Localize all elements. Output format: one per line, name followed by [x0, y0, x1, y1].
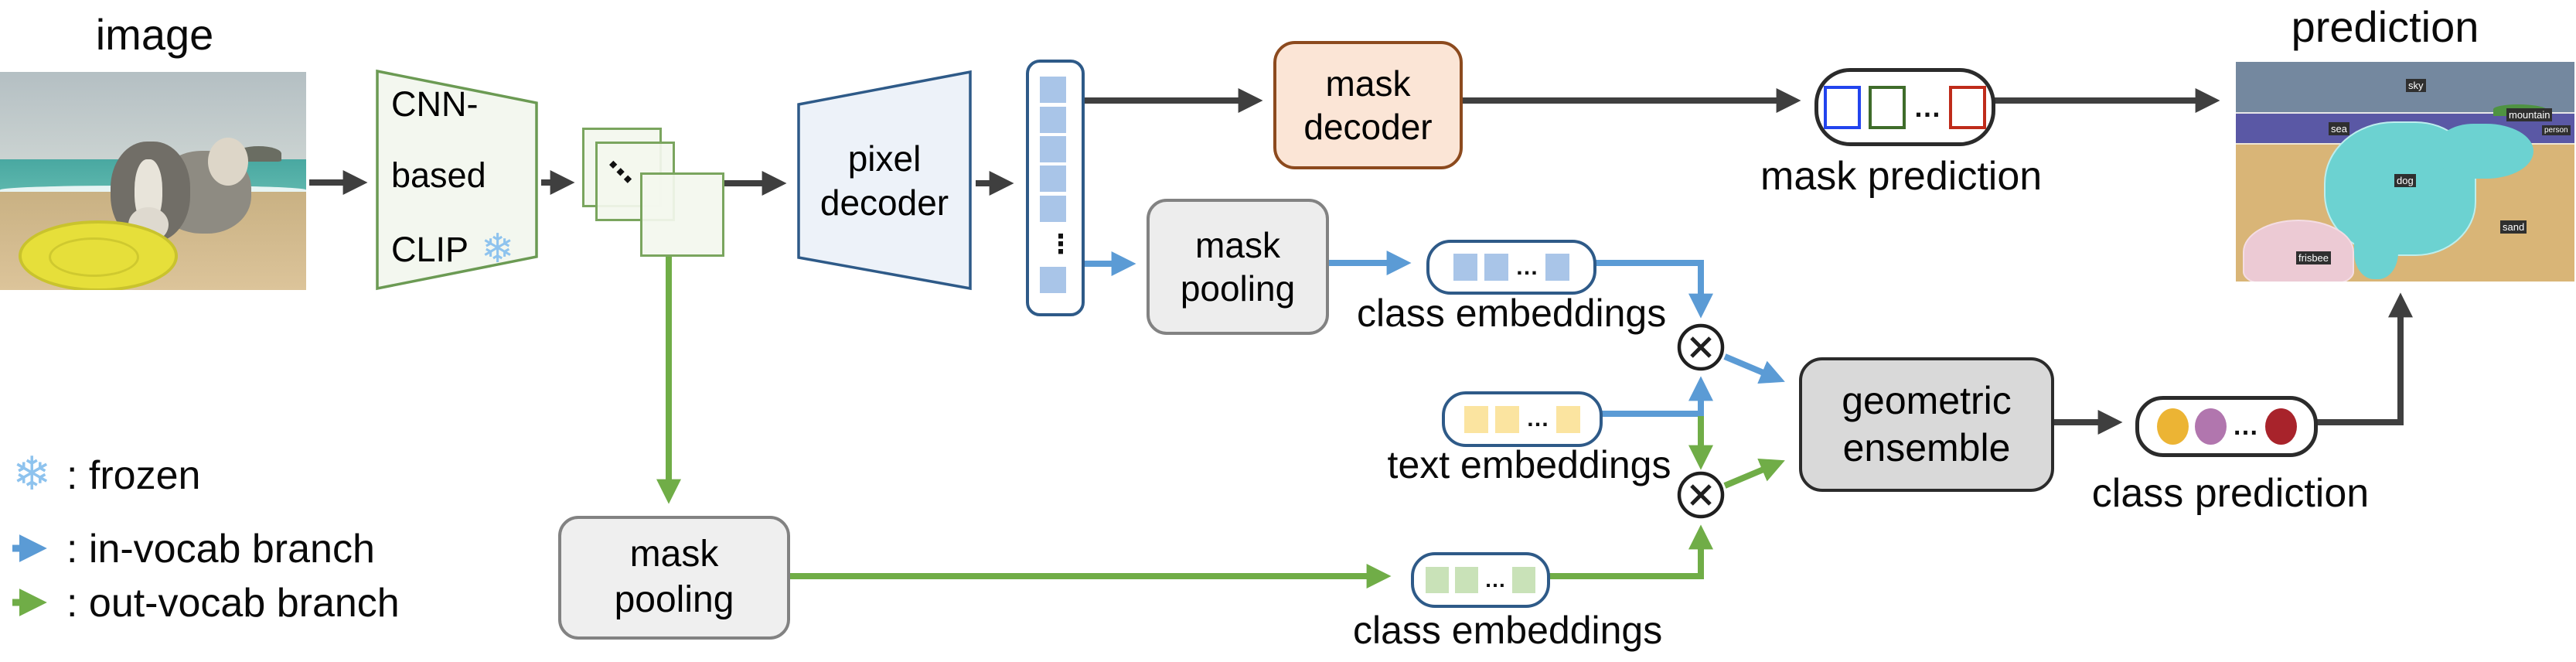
mask-decoder-block: mask decoder	[1273, 41, 1463, 169]
input-image	[0, 72, 306, 290]
geometric-ensemble-line1: geometric	[1842, 379, 2012, 422]
legend-in-vocab-label: : in-vocab branch	[66, 527, 375, 572]
embedding-ellipsis: …	[1526, 406, 1549, 432]
green-arrow-otimes-to-ensemble	[1723, 458, 1785, 489]
mask-pooling-out-line2: pooling	[614, 579, 734, 620]
embedding-token	[1484, 254, 1508, 281]
legend-frozen-label: : frozen	[66, 453, 201, 498]
input-dog-tail	[208, 137, 248, 186]
clip-encoder-block: CNN- based CLIP ❄	[385, 87, 538, 269]
embedding-token	[1453, 254, 1477, 281]
segment-label-frisbee: frisbee	[2296, 251, 2332, 264]
clip-label-line2: based	[391, 155, 486, 195]
pixel-feature-token	[1040, 267, 1066, 293]
pixel-feature-token	[1040, 77, 1066, 103]
class-embeddings-in-caption: class embeddings	[1357, 292, 1667, 335]
clip-trapezoid	[376, 69, 538, 291]
class-token-yellow	[2156, 408, 2189, 445]
embedding-token	[1426, 567, 1449, 593]
pred-dog-ear	[2438, 123, 2534, 179]
pred-dog-leg	[2354, 220, 2399, 280]
embedding-token	[1556, 405, 1580, 433]
embedding-ellipsis: …	[1515, 254, 1538, 280]
class-token-red	[2264, 408, 2297, 445]
segment-label-sand: sand	[2500, 220, 2527, 234]
pixel-decoder-line2: decoder	[819, 183, 949, 223]
mask-pooling-out-vocab-block: mask pooling	[558, 516, 790, 640]
geometric-ensemble-line2: ensemble	[1842, 426, 2011, 469]
mask-prediction-caption: mask prediction	[1760, 154, 2043, 199]
embedding-ellipsis: …	[1484, 568, 1506, 592]
prediction-image: sky mountain sea person dog sand frisbee	[2236, 62, 2574, 282]
segment-label-sea: sea	[2329, 122, 2349, 135]
pred-sky-segment	[2236, 62, 2574, 113]
otimes-operator-in-vocab	[1677, 323, 1725, 371]
clip-label-line3: CLIP	[391, 229, 469, 269]
class-embeddings-out-vocab-tokens: …	[1411, 552, 1550, 608]
pixel-features-column: ⋮	[1026, 60, 1085, 316]
otimes-operator-out-vocab	[1677, 471, 1725, 519]
pixel-decoder-line1: pixel	[847, 138, 922, 179]
snowflake-icon: ❄	[481, 227, 515, 271]
pixel-feature-token	[1040, 107, 1066, 133]
pixel-decoder-trapezoid	[797, 70, 972, 291]
class-tokens-ellipsis: …	[2232, 411, 2259, 441]
class-token-purple	[2194, 408, 2227, 445]
class-prediction-tokens: …	[2135, 396, 2318, 457]
embedding-token	[1495, 405, 1519, 433]
pixel-features-ellipsis: ⋮	[1048, 230, 1074, 259]
blue-arrow-otimes-to-ensemble	[1723, 353, 1785, 384]
pixel-feature-token	[1040, 136, 1066, 162]
pixel-decoder-block: pixel decoder	[802, 131, 966, 230]
mask-tokens-ellipsis: …	[1913, 90, 1941, 123]
mask-pooling-in-line2: pooling	[1180, 268, 1296, 309]
mask-pooling-out-line1: mask	[629, 534, 719, 575]
text-embeddings-caption: text embeddings	[1387, 443, 1671, 486]
geometric-ensemble-block: geometric ensemble	[1799, 357, 2054, 492]
clip-label-line1: CNN-	[391, 84, 479, 124]
mask-pooling-in-vocab-block: mask pooling	[1147, 199, 1329, 335]
blue-line-text-embeddings-to-otimes	[1599, 376, 1713, 417]
class-prediction-caption: class prediction	[2091, 471, 2370, 516]
input-frisbee-ring	[49, 237, 140, 278]
pred-frisbee-segment	[2242, 220, 2354, 282]
segment-label-dog: dog	[2394, 174, 2416, 187]
mask-token-red	[1949, 85, 1986, 129]
mask-prediction-tokens: …	[1814, 68, 1995, 146]
segment-label-person: person	[2542, 125, 2571, 135]
class-embeddings-in-vocab-tokens: …	[1426, 240, 1596, 295]
green-line-class-embeddings-to-otimes	[1546, 524, 1713, 579]
embedding-token	[1545, 254, 1569, 281]
pixel-feature-token	[1040, 196, 1066, 222]
input-frisbee	[18, 220, 178, 290]
segment-label-sky: sky	[2406, 79, 2426, 92]
blue-line-class-embeddings-to-otimes	[1591, 260, 1713, 319]
mask-decoder-line1: mask	[1325, 63, 1411, 104]
clip-label-row3: CLIP ❄	[391, 229, 515, 269]
legend-out-vocab-label: : out-vocab branch	[66, 581, 400, 626]
input-image-title: image	[95, 10, 214, 59]
mask-token-green	[1869, 85, 1906, 129]
text-embeddings-tokens: …	[1442, 391, 1603, 447]
mask-decoder-line2: decoder	[1303, 107, 1433, 147]
mask-pooling-in-line1: mask	[1195, 224, 1280, 265]
feature-map-3	[640, 172, 724, 257]
embedding-token	[1455, 567, 1478, 593]
snowflake-legend-icon: ❄	[12, 448, 52, 500]
prediction-title: prediction	[2291, 2, 2479, 51]
arrow-class-prediction-to-prediction	[2313, 292, 2413, 425]
pixel-feature-token	[1040, 166, 1066, 192]
embedding-token	[1464, 405, 1488, 433]
embedding-token	[1512, 567, 1535, 593]
class-embeddings-out-caption: class embeddings	[1353, 609, 1663, 652]
segment-label-mountain: mountain	[2506, 108, 2553, 121]
mask-token-blue	[1824, 85, 1861, 129]
